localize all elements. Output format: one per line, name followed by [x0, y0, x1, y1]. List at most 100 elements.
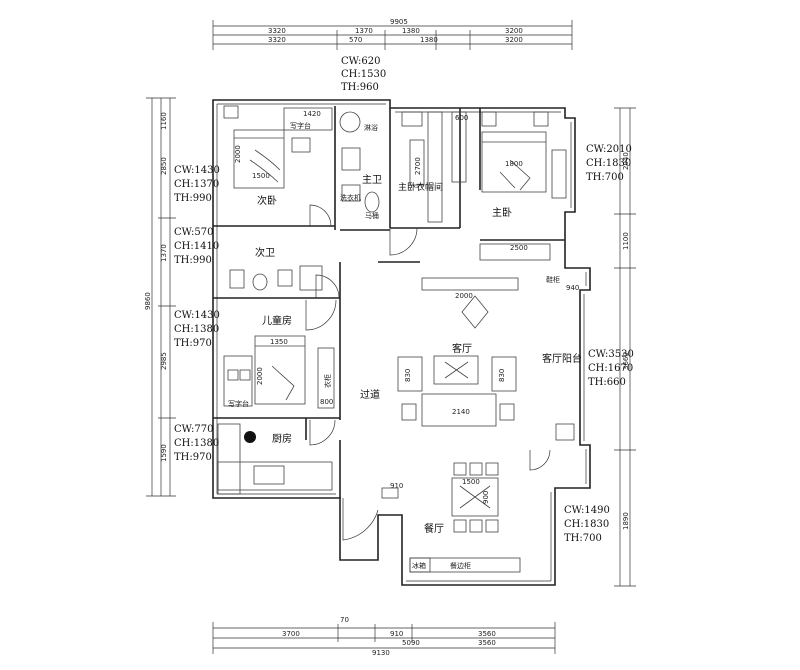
basin-second	[229, 269, 245, 289]
sofa	[421, 393, 497, 427]
dining-chair-1	[453, 462, 467, 476]
bed-second-width: 1500	[252, 172, 270, 180]
sofa-width: 2140	[452, 408, 470, 416]
spec-dining-cw: CW:1490	[564, 505, 610, 516]
dim-top-1: 3320	[268, 27, 286, 35]
dining: 1500 900 餐边柜 冰箱 餐厅	[381, 462, 521, 573]
spec-living-balcony-ch: CH:1670	[588, 363, 633, 374]
left-dimensions: 9860 1160 2850 1370 2985 1590	[144, 97, 176, 497]
dim-top-4: 3200	[505, 27, 523, 35]
shower-master	[339, 111, 361, 133]
tv-cabinet-width: 2000	[455, 292, 473, 300]
shower-label: 淋浴	[364, 123, 378, 132]
room-label-master-bedroom: 主卧	[492, 206, 512, 219]
washer-label: 洗衣机	[340, 193, 361, 202]
spec-master-bedroom-cw: CW:2010	[586, 144, 632, 155]
spec-kids-room-ch: CH:1380	[174, 324, 219, 335]
closet-600: 600	[455, 114, 468, 122]
dim-bottom-3: 3560	[478, 630, 496, 638]
chair-second	[291, 137, 311, 153]
right-dimensions: 2040 1100 3660 1890	[614, 107, 636, 587]
dim-bottom-4: 5090	[402, 639, 420, 647]
shoe-cabinet-label: 鞋柜	[546, 275, 560, 284]
doors	[305, 204, 551, 541]
dim-left-1: 1160	[160, 112, 168, 130]
room-label-master-closet: 主卧衣帽间	[398, 181, 443, 193]
kids-chair-2	[239, 369, 251, 381]
dim-right-4: 1890	[622, 512, 630, 530]
spec-top-ch: CH:1530	[341, 69, 386, 80]
spec-second-bedroom-cw: CW:1430	[174, 165, 220, 176]
dining-chair-4	[453, 519, 467, 533]
spec-second-bedroom-ch: CH:1370	[174, 179, 219, 190]
kids-chair-1	[227, 369, 239, 381]
spec-living-balcony-th: TH:660	[588, 377, 626, 388]
spec-dining-th: TH:700	[564, 533, 602, 544]
top-dimensions: 9905 3320 1370 1380 3200 3320 570 1380 3…	[212, 18, 573, 50]
spec-top-cw: CW:620	[341, 56, 381, 67]
table-width: 900	[482, 491, 490, 504]
washer-second	[277, 269, 293, 287]
desk-second-label: 写字台	[290, 121, 311, 130]
wc-second	[252, 273, 268, 291]
dim-bottom-70: 70	[340, 616, 349, 624]
room-label-dining: 餐厅	[424, 522, 444, 535]
kids-bed-width: 1350	[270, 338, 288, 346]
desk-second-width: 1420	[303, 110, 321, 118]
coffee-table-diamond	[461, 295, 489, 329]
wardrobe-master-width: 2500	[510, 244, 528, 252]
desk-second	[283, 107, 333, 131]
kids-desk-label: 写字台	[228, 399, 249, 408]
armchair-left-width: 830	[404, 369, 412, 382]
spec-kitchen-cw: CW:770	[174, 424, 214, 435]
armchair-right-width: 830	[498, 369, 506, 382]
kitchen-counter-left	[217, 423, 241, 495]
nightstand-master-2	[533, 111, 549, 127]
spec-dining: CW:1490 CH:1830 TH:700	[564, 505, 610, 544]
armchair-left	[397, 356, 423, 392]
spec-second-bath-th: TH:990	[174, 255, 212, 266]
spec-master-bedroom: CW:2010 CH:1830 TH:700	[586, 144, 632, 183]
dining-table	[451, 477, 499, 517]
room-label-master-bath: 主卫	[362, 174, 382, 186]
room-label-living-balcony: 客厅阳台	[542, 352, 582, 365]
spec-dining-ch: CH:1830	[564, 519, 609, 530]
spec-second-bedroom: CW:1430 CH:1370 TH:990	[174, 165, 220, 204]
dim-top-2: 1370	[355, 27, 373, 35]
room-label-living-room: 客厅	[452, 342, 472, 355]
kids-wardrobe-depth: 800	[320, 398, 333, 406]
shoe-cabinet	[381, 487, 399, 499]
lounge-master	[551, 149, 567, 199]
tv-cabinet	[421, 277, 519, 291]
room-label-second-bedroom: 次卧	[257, 194, 277, 207]
dim-left-2: 2850	[160, 157, 168, 175]
nightstand-master-1	[481, 111, 497, 127]
door-910: 910	[390, 482, 403, 490]
dim-top-7: 1380	[420, 36, 438, 44]
dim-bottom-1: 3700	[282, 630, 300, 638]
spec-kids-room: CW:1430 CH:1380 TH:970	[174, 310, 220, 349]
kids-wardrobe-label: 衣柜	[323, 374, 332, 388]
bed-master-width: 1800	[505, 160, 523, 168]
spec-kids-room-th: TH:970	[174, 338, 212, 349]
kids-bed	[254, 335, 306, 405]
table-length: 1500	[462, 478, 480, 486]
interior-walls	[213, 106, 565, 498]
outer-walls	[212, 99, 591, 586]
kids-room: 1350 2000 写字台 衣柜 800 儿童房	[223, 314, 335, 409]
room-label-kids-room: 儿童房	[262, 314, 292, 327]
master-bath: 淋浴 洗衣机 马桶 主卫	[339, 111, 382, 220]
spec-second-bath-cw: CW:570	[174, 227, 214, 238]
nightstand-second	[223, 105, 239, 119]
kids-bed-length: 2000	[256, 367, 264, 385]
dim-top-total: 9905	[390, 18, 408, 26]
balcony-940: 940	[566, 284, 579, 292]
dim-left-3: 1370	[160, 244, 168, 262]
dim-bottom-total: 9130	[372, 649, 390, 657]
basin-master	[341, 147, 361, 171]
kitchen-sink	[253, 465, 285, 485]
fridge-label: 冰箱	[412, 561, 426, 570]
kitchen: 厨房	[217, 423, 333, 495]
kitchen-stove	[244, 431, 256, 443]
